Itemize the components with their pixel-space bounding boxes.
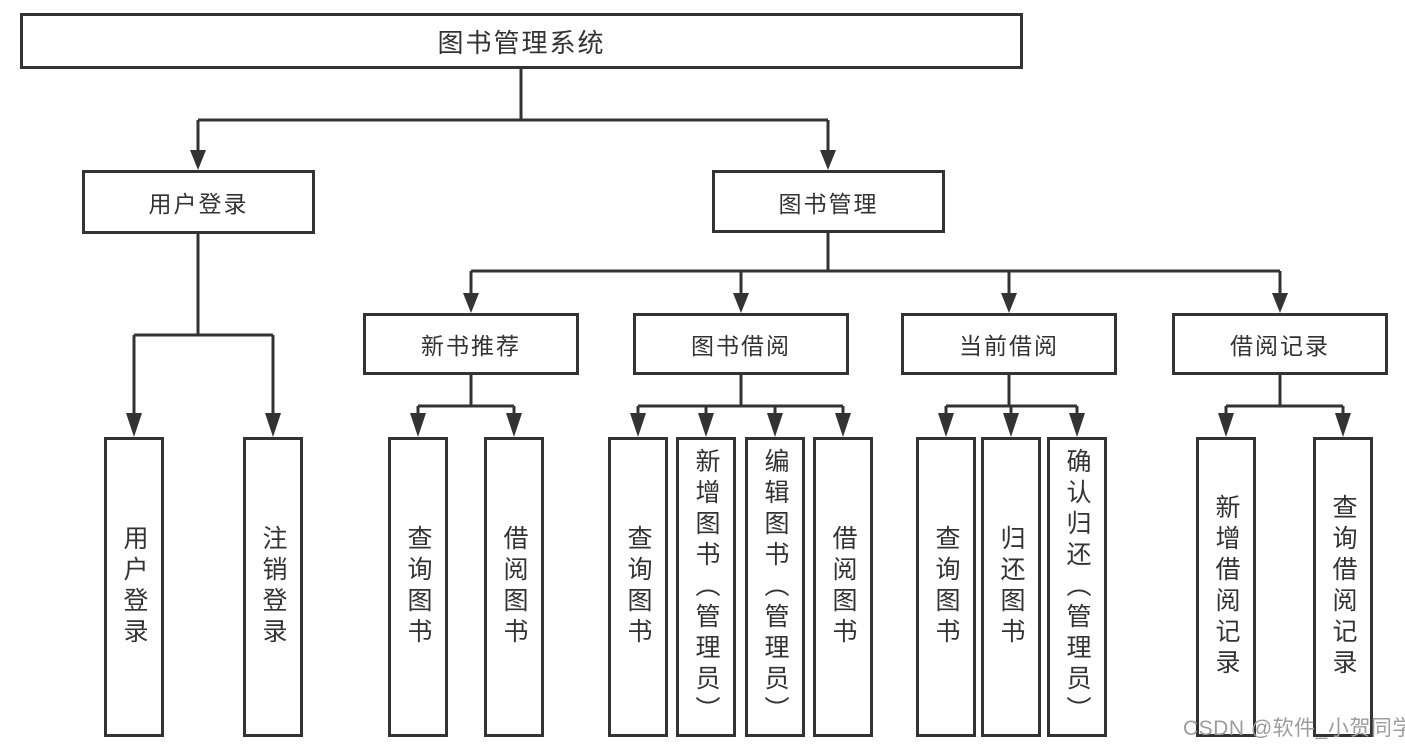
leaf-add-borrow-record: 新增借阅记录 bbox=[1196, 437, 1256, 737]
leaf-query-books-recommend: 查询图书 bbox=[388, 437, 448, 737]
node-user-login: 用户登录 bbox=[82, 170, 315, 234]
leaf-add-book-admin: 新增图书（管理员） bbox=[676, 437, 736, 737]
node-current-borrow: 当前借阅 bbox=[901, 313, 1117, 375]
node-book-management: 图书管理 bbox=[712, 170, 945, 233]
leaf-borrow-books: 借阅图书 bbox=[813, 437, 873, 737]
leaf-logout: 注销登录 bbox=[243, 437, 303, 737]
leaf-edit-book-admin: 编辑图书（管理员） bbox=[745, 437, 805, 737]
node-borrow-records: 借阅记录 bbox=[1172, 313, 1388, 375]
leaf-borrow-books-recommend: 借阅图书 bbox=[484, 437, 544, 737]
leaf-query-books-borrow: 查询图书 bbox=[608, 437, 668, 737]
node-new-book-recommend: 新书推荐 bbox=[363, 313, 579, 375]
leaf-query-borrow-record: 查询借阅记录 bbox=[1313, 437, 1373, 737]
leaf-confirm-return-admin: 确认归还（管理员） bbox=[1047, 437, 1107, 737]
node-root-system: 图书管理系统 bbox=[20, 13, 1023, 69]
leaf-query-books-current: 查询图书 bbox=[916, 437, 976, 737]
leaf-return-book: 归还图书 bbox=[981, 437, 1041, 737]
leaf-user-login: 用户登录 bbox=[104, 437, 164, 737]
node-book-borrow: 图书借阅 bbox=[633, 313, 849, 375]
